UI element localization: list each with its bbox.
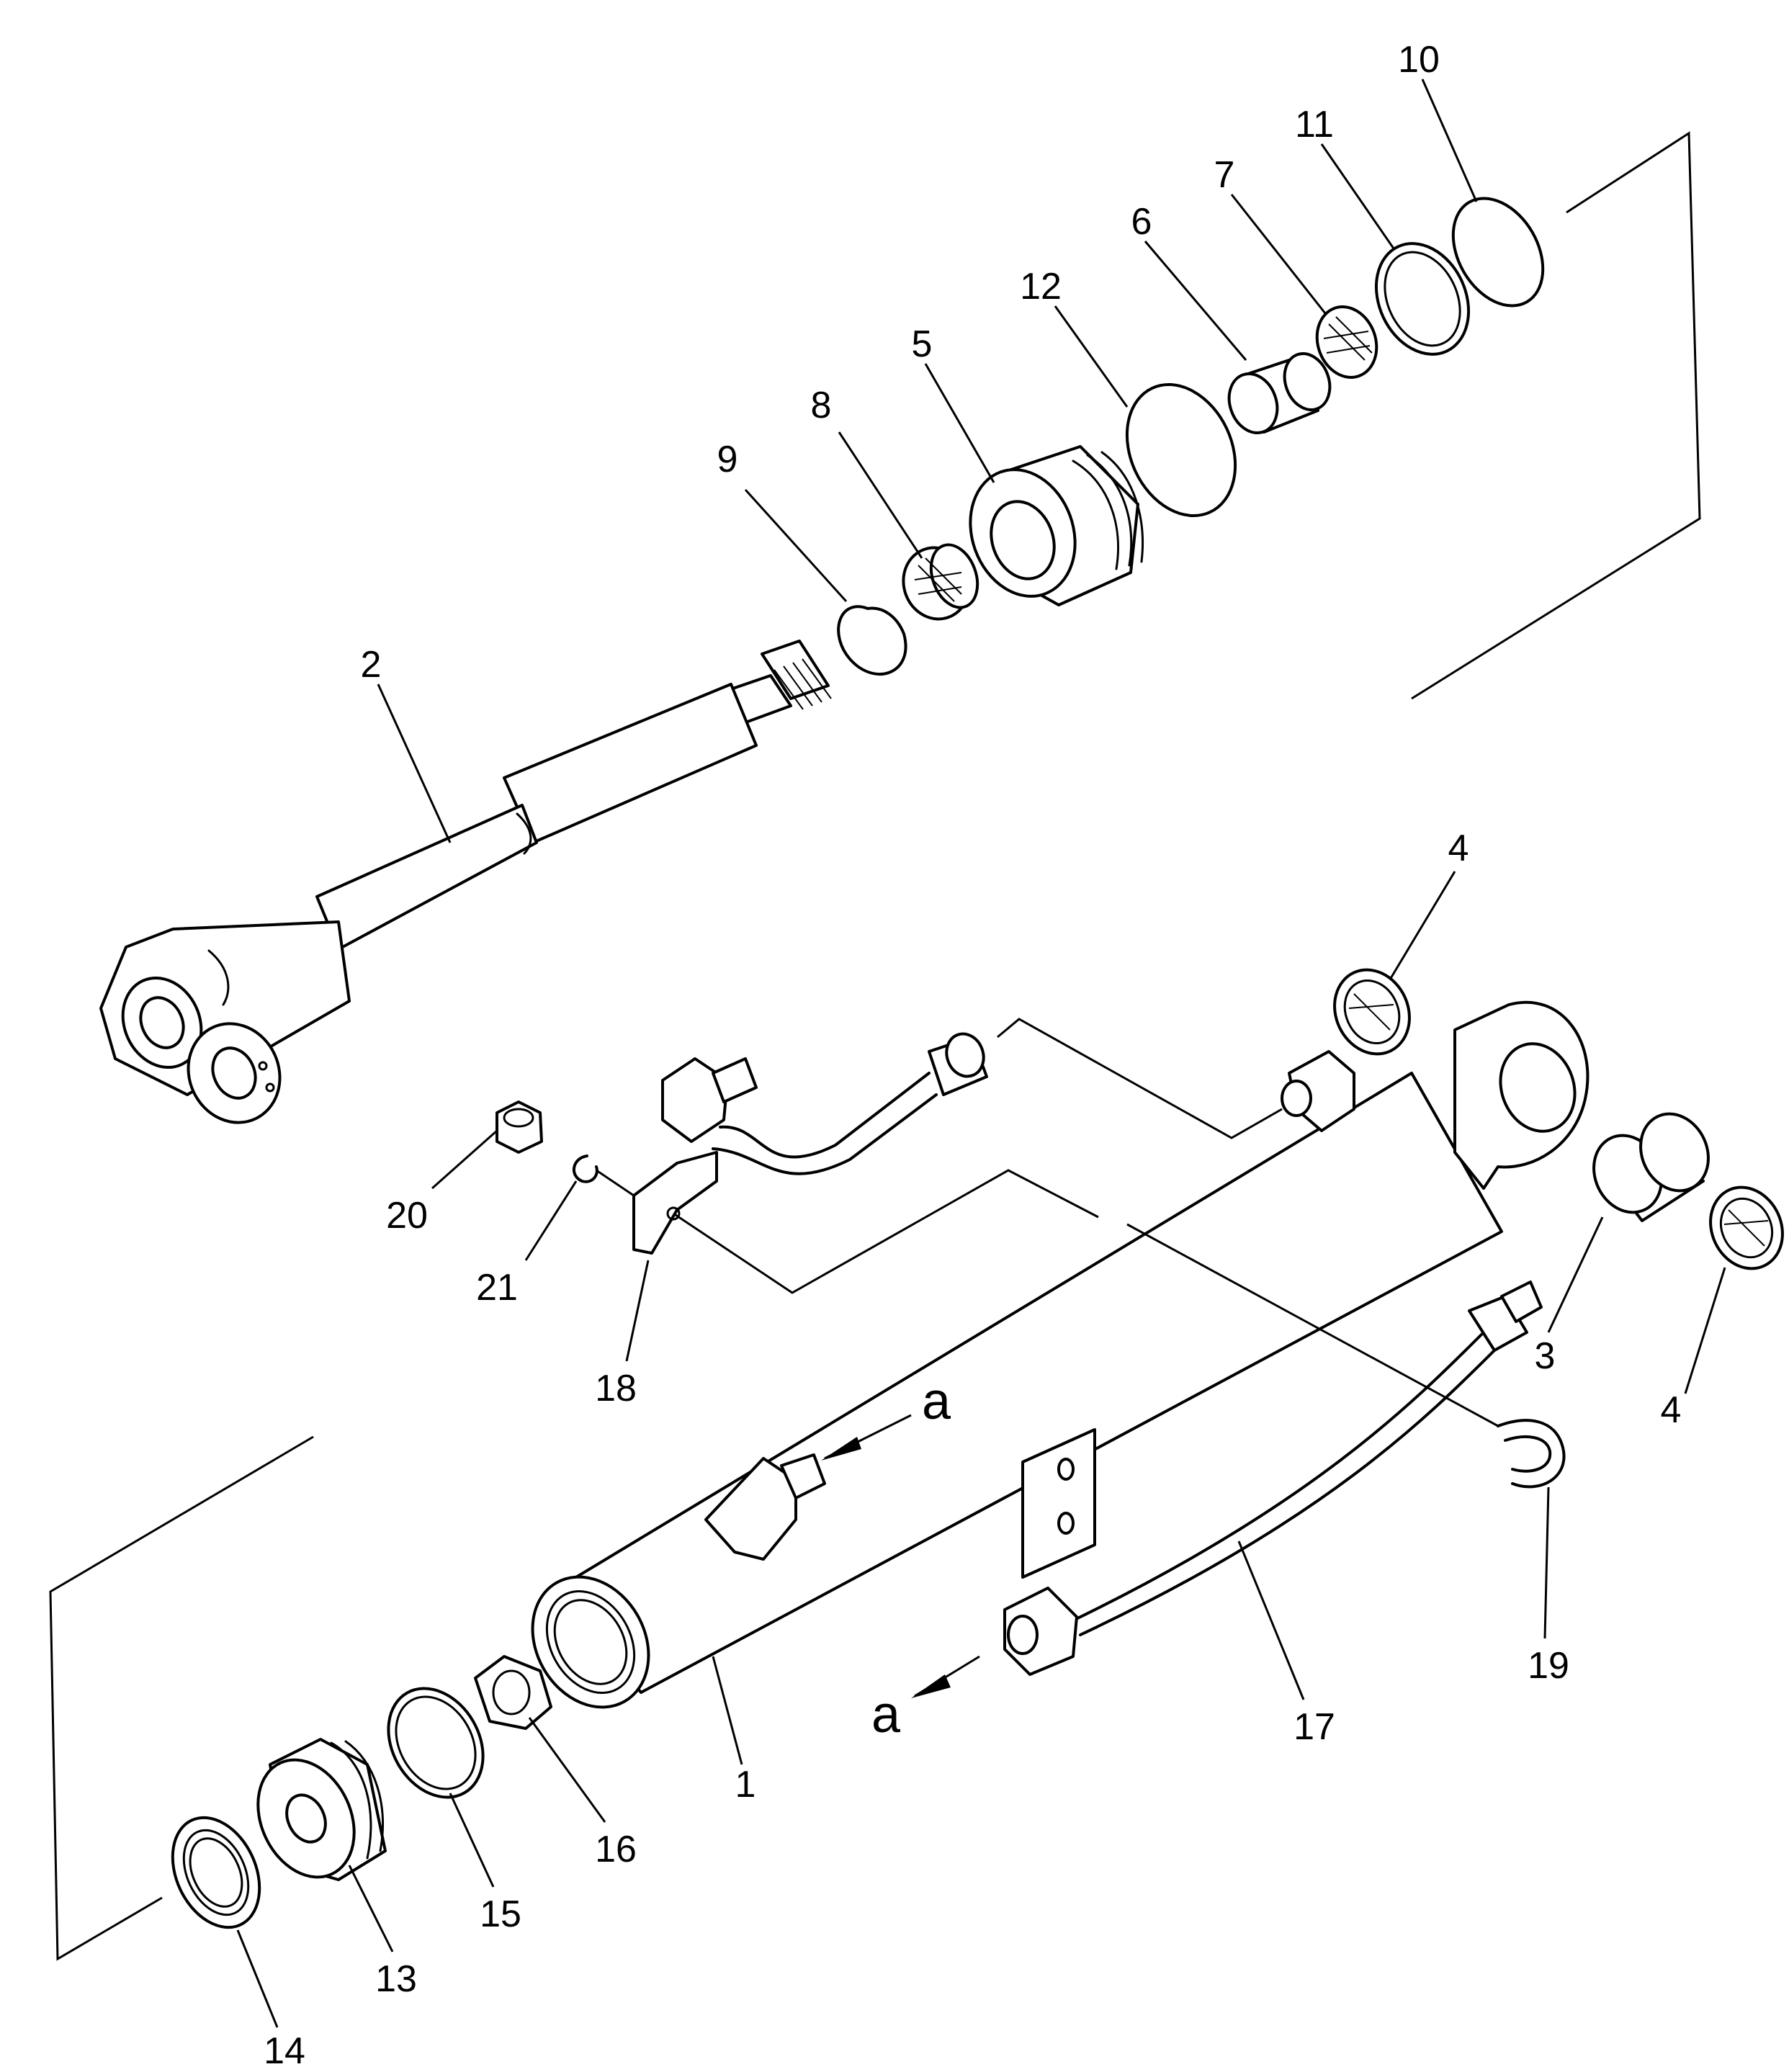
- callout-9: 9: [717, 439, 738, 480]
- connection-arrow-lower: [911, 1655, 980, 1698]
- callout-4-lower: 4: [1661, 1389, 1682, 1431]
- callout-10: 10: [1398, 39, 1440, 81]
- callout-13: 13: [375, 1958, 417, 2000]
- piston-13-part: [256, 1738, 387, 1881]
- callout-2: 2: [361, 644, 382, 686]
- callout-3: 3: [1535, 1335, 1556, 1377]
- piston-rod-part: [99, 640, 832, 1124]
- callout-18: 18: [595, 1368, 637, 1409]
- callout-20: 20: [386, 1195, 428, 1237]
- callout-15: 15: [480, 1893, 521, 1935]
- dust-seal-7-part: [1315, 305, 1378, 379]
- lower-pipe-part: [1003, 1281, 1543, 1676]
- pipe-connection-line-lower: [673, 1169, 1099, 1294]
- callout-7: 7: [1214, 154, 1235, 196]
- callout-5: 5: [912, 323, 933, 365]
- bushing-8-part: [902, 543, 979, 621]
- callout-11: 11: [1295, 104, 1334, 145]
- callout-17: 17: [1293, 1706, 1335, 1748]
- callout-8: 8: [811, 385, 832, 426]
- ring-15-part: [387, 1687, 485, 1799]
- callout-4-upper: 4: [1448, 828, 1469, 869]
- connection-mark-upper: a: [922, 1373, 951, 1430]
- bearing-4-upper-part: [1333, 968, 1411, 1056]
- callout-19: 19: [1528, 1645, 1569, 1687]
- backup-ring-11-part: [1374, 242, 1471, 356]
- cylinder-tube-part: [531, 1000, 1590, 1709]
- snap-ring-part: [837, 605, 907, 676]
- upper-group-bracket: [1411, 131, 1701, 700]
- o-ring-10-part: [1451, 197, 1545, 308]
- bearing-4-lower-part: [1709, 1185, 1784, 1270]
- lower-group-bracket: [49, 1435, 314, 1961]
- callout-6: 6: [1131, 201, 1152, 243]
- callout-12: 12: [1020, 266, 1062, 308]
- callout-14: 14: [264, 2030, 305, 2072]
- washer-21-part: [572, 1154, 598, 1183]
- connection-mark-lower: a: [871, 1686, 901, 1744]
- wear-ring-14-part: [171, 1816, 261, 1929]
- pipe-connection-line-upper: [997, 1018, 1283, 1139]
- nut-16-part: [474, 1655, 552, 1730]
- bushing-6-part: [1227, 352, 1332, 434]
- washer-connection-line: [596, 1169, 635, 1197]
- callout-21: 21: [476, 1267, 518, 1309]
- o-ring-12-part: [1125, 382, 1237, 518]
- bushing-3-part: [1592, 1112, 1710, 1222]
- callout-leaders: [236, 79, 1726, 2028]
- cylinder-head-part: [969, 445, 1144, 606]
- u-bolt-19-part: [1497, 1419, 1566, 1489]
- nut-20-part: [496, 1100, 543, 1154]
- connection-arrow-upper: [821, 1414, 912, 1461]
- callout-16: 16: [595, 1829, 637, 1870]
- u-bolt-connection-line: [1126, 1223, 1499, 1427]
- upper-pipe-part: [632, 1032, 988, 1255]
- callout-1: 1: [735, 1764, 756, 1806]
